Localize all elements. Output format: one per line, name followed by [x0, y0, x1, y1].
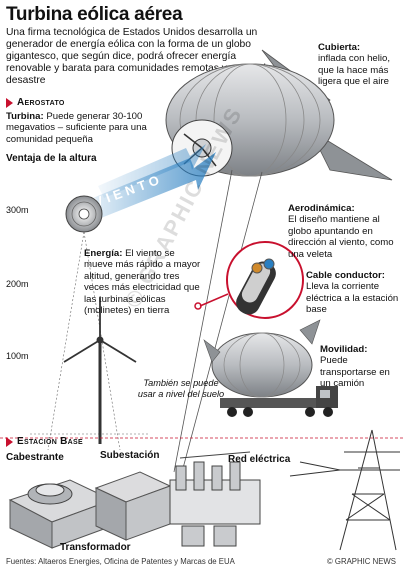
label-energia-body: El viento se mueve más rápido a mayor al…	[84, 248, 201, 317]
label-aerodinamica-body: El diseño mantiene al globo apuntando en…	[288, 214, 394, 260]
label-transformador: Transformador	[60, 542, 131, 553]
label-aerodinamica-head: Aerodinámica:	[288, 203, 355, 214]
label-movilidad-head: Movilidad:	[320, 344, 368, 355]
sources: Fuentes: Altaeros Energies, Oficina de P…	[6, 557, 235, 566]
label-subestacion: Subestación	[100, 450, 160, 461]
label-aerodinamica: Aerodinámica: El diseño mantiene al glob…	[288, 203, 400, 260]
altitude-guides	[30, 231, 150, 451]
substation	[169, 451, 261, 547]
label-cubierta-body: inflada con helio, que la hace más liger…	[318, 53, 391, 88]
intro-text: Una firma tecnológica de Estados Unidos …	[6, 27, 272, 86]
triangle-icon	[6, 97, 13, 108]
altitude-200: 200m	[6, 279, 29, 289]
label-energia: Energía: El viento se mueve más rápido a…	[84, 248, 202, 316]
tether-lines	[173, 169, 263, 473]
small-turbine-wheel	[65, 195, 103, 233]
label-turbina-head: Turbina:	[6, 111, 44, 122]
section-estacion-base-label: Estación Base	[17, 436, 83, 447]
label-energia-head: Energía:	[84, 248, 123, 259]
label-cable: Cable conductor: Lleva la corriente eléc…	[306, 270, 402, 316]
page-title: Turbina eólica aérea	[6, 4, 183, 25]
label-cable-body: Lleva la corriente eléctrica a la estaci…	[306, 281, 399, 316]
cable-cross-section	[194, 241, 304, 319]
label-movilidad-body: Puede transportarse en un camión	[320, 355, 390, 390]
label-red: Red eléctrica	[228, 454, 291, 465]
wind-arrows	[88, 144, 216, 220]
label-ventaja: Ventaja de la altura	[6, 153, 97, 164]
credit: © GRAPHIC NEWS	[327, 557, 396, 566]
altitude-100: 100m	[6, 351, 29, 361]
label-cubierta-head: Cubierta:	[318, 42, 361, 53]
label-cable-head: Cable conductor:	[306, 270, 385, 281]
power-pylon	[289, 429, 400, 551]
label-movilidad: Movilidad: Puede transportarse en un cam…	[320, 344, 402, 390]
truck-balloon	[203, 319, 321, 398]
transformer-building	[94, 471, 172, 541]
label-turbina-body: Puede generar 30-100 megavatios – sufici…	[6, 111, 147, 145]
truck	[220, 386, 338, 417]
winch	[8, 479, 114, 549]
label-turbina: Turbina: Puede generar 30-100 megavatios…	[6, 111, 156, 145]
section-estacion-base: Estación Base	[6, 436, 83, 447]
ground-wind-turbine	[63, 298, 137, 444]
label-cabestrante: Cabestrante	[6, 452, 64, 463]
altitude-300: 300m	[6, 205, 29, 215]
triangle-icon	[6, 436, 13, 447]
section-aerostato: Aerostato	[6, 97, 65, 108]
label-tambien: También se puede usar a nivel del suelo	[137, 378, 225, 399]
label-cubierta: Cubierta: inflada con helio, que la hace…	[318, 42, 402, 88]
section-aerostato-label: Aerostato	[17, 97, 65, 108]
